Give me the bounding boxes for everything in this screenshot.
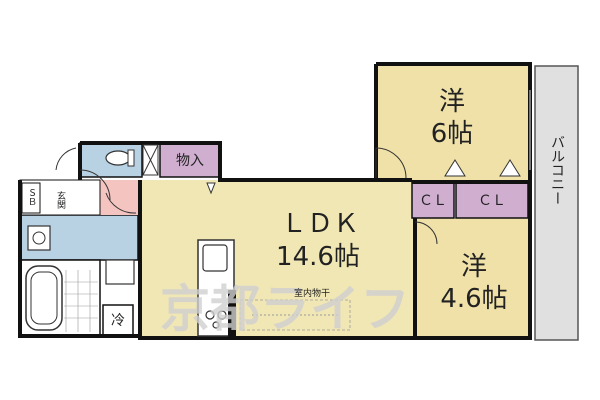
door-marker [206, 182, 216, 195]
bedroom-small [415, 218, 530, 338]
storage [159, 142, 221, 178]
closet-1-label: ＣＬ [419, 193, 447, 209]
balcony-label: バルコニー [549, 135, 565, 205]
bath-floor-grid [64, 270, 98, 332]
storage-label: 物入 [176, 153, 204, 169]
drying-label: 室内物干 [294, 287, 330, 299]
balcony [534, 65, 579, 341]
doors [55, 147, 521, 245]
toilet [105, 149, 135, 167]
ldk-upper [376, 180, 415, 220]
bedroom-small-size: 4.6帖 [440, 284, 507, 314]
shoe-box-label: ＳＢ [26, 188, 36, 206]
bathtub [25, 265, 63, 331]
fridge-label: 冷 [111, 313, 125, 329]
closet-1 [411, 181, 455, 219]
storage-hatch [142, 144, 159, 176]
ldk-label: ＬＤＫ [281, 209, 359, 239]
bedroom-large-size: 6帖 [431, 119, 474, 149]
drying-area [239, 299, 351, 331]
ldk-size: 14.6帖 [276, 242, 360, 272]
ldk-room [140, 180, 415, 338]
entrance-label: 玄関 [55, 190, 66, 210]
walls [18, 62, 532, 340]
closet-2-label: ＣＬ [478, 193, 506, 209]
bedroom-small-type: 洋 [461, 252, 487, 282]
kitchen-counter [197, 239, 236, 338]
wash-basin [27, 225, 135, 285]
watermark: 京都ライフ [160, 280, 410, 338]
bedroom-large-type: 洋 [439, 87, 465, 117]
